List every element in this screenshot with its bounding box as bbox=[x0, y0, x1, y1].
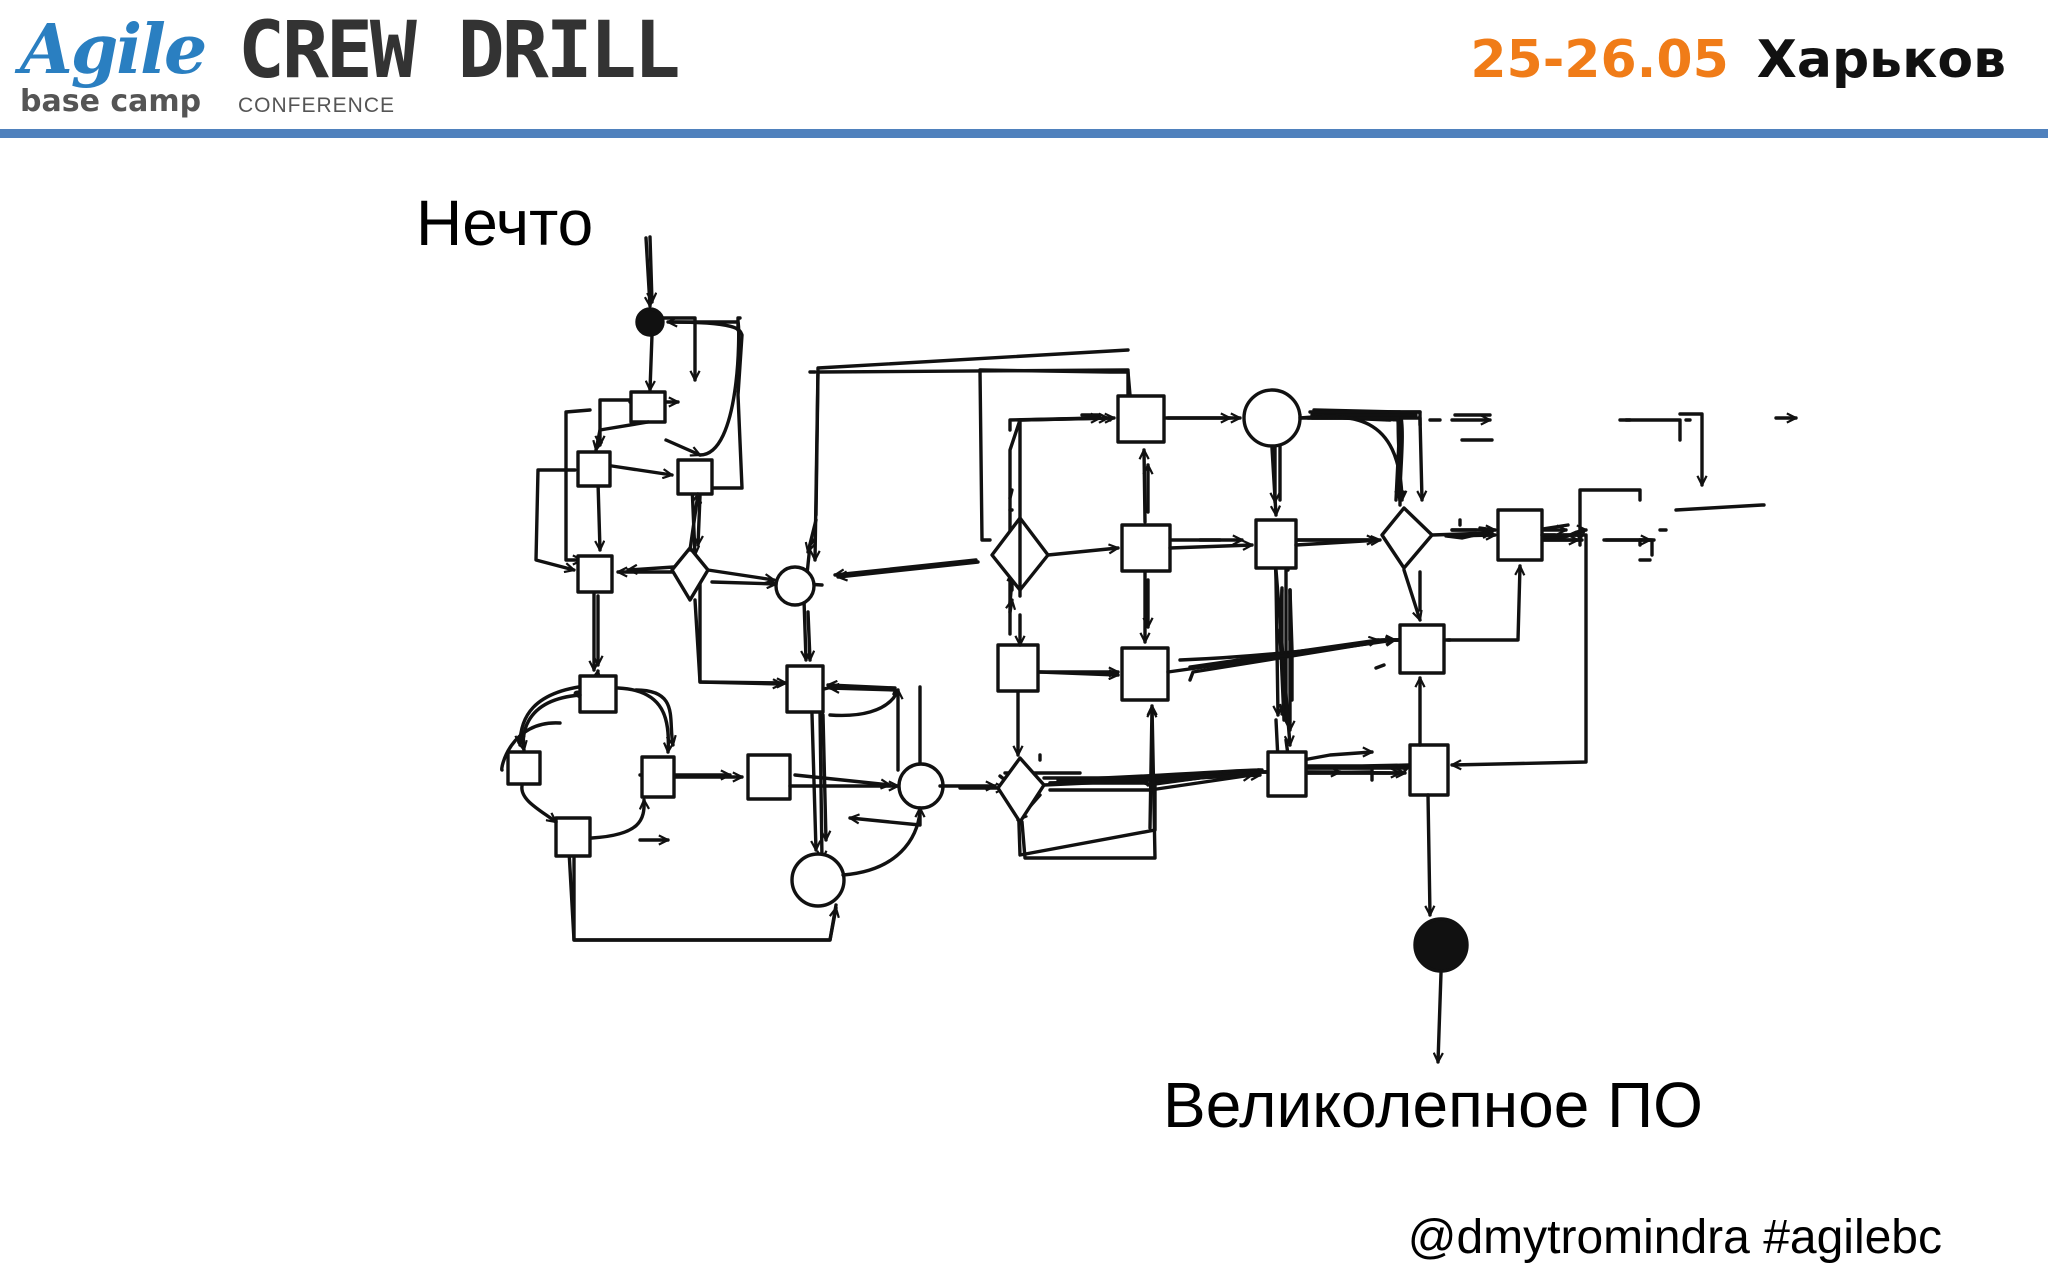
readable-connectors bbox=[522, 236, 1588, 1064]
crew-drill-logo: CREW DRILL CONFERENCE bbox=[238, 6, 681, 118]
diagram-nodes bbox=[506, 307, 1544, 973]
end-label: Великолепное ПО bbox=[1163, 1069, 1703, 1141]
slide-header: Agile base camp CREW DRILL CONFERENCE 25… bbox=[0, 0, 2048, 128]
process-node bbox=[1266, 750, 1308, 798]
process-node bbox=[746, 753, 792, 801]
logo-crew-sub: CONFERENCE bbox=[238, 94, 396, 117]
event-date: 25-26.05 bbox=[1470, 30, 1729, 90]
decision-node bbox=[996, 756, 1046, 824]
process-node bbox=[785, 664, 825, 714]
header-divider bbox=[0, 129, 2048, 138]
logo-agile-word: Agile bbox=[20, 10, 207, 90]
start-label: Нечто bbox=[416, 187, 594, 259]
end-node bbox=[1413, 917, 1469, 973]
merge-node bbox=[1242, 388, 1302, 448]
logo-agile-sub: base camp bbox=[20, 84, 202, 119]
process-node bbox=[640, 755, 676, 799]
process-node bbox=[1496, 508, 1544, 562]
merge-node bbox=[790, 852, 846, 908]
footer-handle: @dmytromindra #agilebc bbox=[1407, 1211, 1942, 1264]
process-node bbox=[996, 643, 1040, 693]
process-node bbox=[1116, 394, 1166, 444]
process-node bbox=[1398, 623, 1446, 675]
process-node bbox=[1408, 743, 1450, 797]
process-node bbox=[629, 390, 667, 424]
process-node bbox=[576, 450, 612, 488]
event-city: Харьков bbox=[1756, 30, 2006, 90]
decision-node bbox=[1380, 506, 1434, 570]
process-node bbox=[554, 816, 592, 858]
logo-crew-title: CREW DRILL bbox=[238, 6, 681, 96]
process-node bbox=[576, 554, 614, 594]
event-dates: 25-26.05 Харьков bbox=[1470, 30, 2006, 90]
process-node bbox=[506, 750, 542, 786]
process-node bbox=[676, 458, 714, 496]
process-node bbox=[578, 674, 618, 714]
merge-node bbox=[897, 762, 945, 810]
process-node bbox=[1120, 523, 1172, 573]
decision-node bbox=[670, 546, 710, 602]
process-node bbox=[1254, 518, 1298, 570]
agile-base-camp-logo: Agile base camp bbox=[12, 8, 222, 126]
main-connectors bbox=[1268, 410, 1798, 722]
merge-node bbox=[774, 565, 816, 607]
process-node bbox=[1120, 646, 1170, 702]
start-node bbox=[635, 307, 665, 337]
